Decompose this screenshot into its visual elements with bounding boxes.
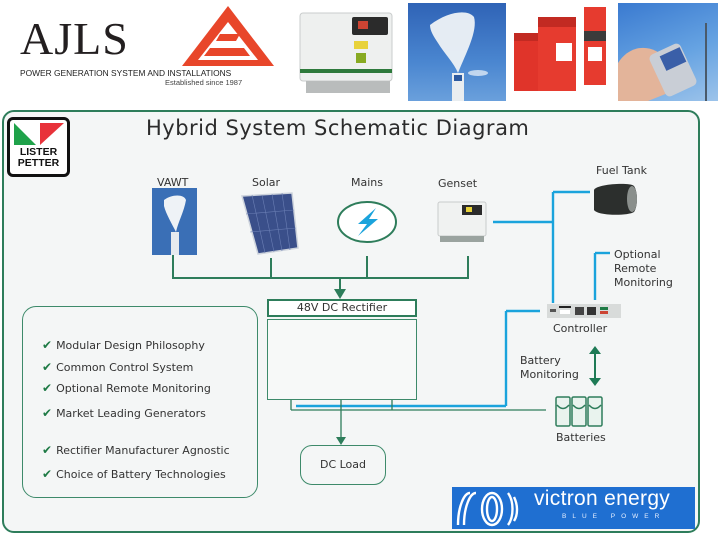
- source-label-vawt: VAWT: [157, 176, 189, 189]
- controller-label: Controller: [553, 322, 608, 335]
- check-icon: ✔: [42, 381, 53, 395]
- battery-photo: [512, 3, 612, 101]
- feature-item: ✔Market Leading Generators: [42, 406, 206, 420]
- ajls-brand: AJLS POWER GENERATION SYSTEM AND INSTALL…: [18, 6, 274, 87]
- remote-phone-photo: [618, 3, 718, 101]
- check-icon: ✔: [42, 467, 53, 481]
- rectifier-label: 48V DC Rectifier: [267, 299, 417, 317]
- optional-remote-label-1: Optional: [614, 248, 661, 261]
- battery-monitoring-label-2: Monitoring: [520, 368, 579, 381]
- dc-load-label: DC Load: [319, 458, 367, 471]
- battery-monitoring-label-1: Battery: [520, 354, 561, 367]
- check-icon: ✔: [42, 338, 53, 352]
- check-icon: ✔: [42, 406, 53, 420]
- victron-wave-icon: [456, 491, 519, 527]
- feature-item: ✔Modular Design Philosophy: [42, 338, 205, 352]
- victron-name: victron energy: [534, 487, 671, 510]
- check-icon: ✔: [42, 443, 53, 457]
- rectifier-box: [267, 319, 417, 400]
- dc-load-box: DC Load: [300, 445, 386, 485]
- source-label-genset: Genset: [438, 177, 478, 190]
- brand-established: Established since 1987: [165, 78, 243, 87]
- genset-photo: [292, 3, 400, 101]
- brand-name: AJLS: [20, 13, 129, 64]
- diagram-title: Hybrid System Schematic Diagram: [146, 116, 530, 140]
- fuel-tank-label: Fuel Tank: [596, 164, 647, 177]
- wind-turbine-photo: [408, 3, 506, 101]
- lister-logo-line1: LISTER: [19, 146, 58, 158]
- feature-item: ✔Optional Remote Monitoring: [42, 381, 211, 395]
- features-box: [22, 306, 258, 498]
- victron-energy-logo: victron energy BLUE POWER: [452, 487, 695, 529]
- optional-remote-label-2: Remote: [614, 262, 657, 275]
- victron-tagline: BLUE POWER: [562, 513, 666, 520]
- brand-tagline: POWER GENERATION SYSTEM AND INSTALLATION…: [20, 68, 232, 78]
- batteries-label: Batteries: [556, 431, 606, 444]
- optional-remote-label-3: Monitoring: [614, 276, 673, 289]
- red-triangle-g-logo-icon: [182, 6, 274, 66]
- source-label-mains: Mains: [351, 176, 383, 189]
- check-icon: ✔: [42, 360, 53, 374]
- feature-item: ✔Choice of Battery Technologies: [42, 467, 226, 481]
- lister-logo-line2: PETTER: [17, 156, 60, 169]
- lister-petter-logo: LISTER PETTER: [7, 117, 70, 177]
- feature-item: ✔Rectifier Manufacturer Agnostic: [42, 443, 230, 457]
- feature-item: ✔Common Control System: [42, 360, 194, 374]
- source-label-solar: Solar: [252, 176, 281, 189]
